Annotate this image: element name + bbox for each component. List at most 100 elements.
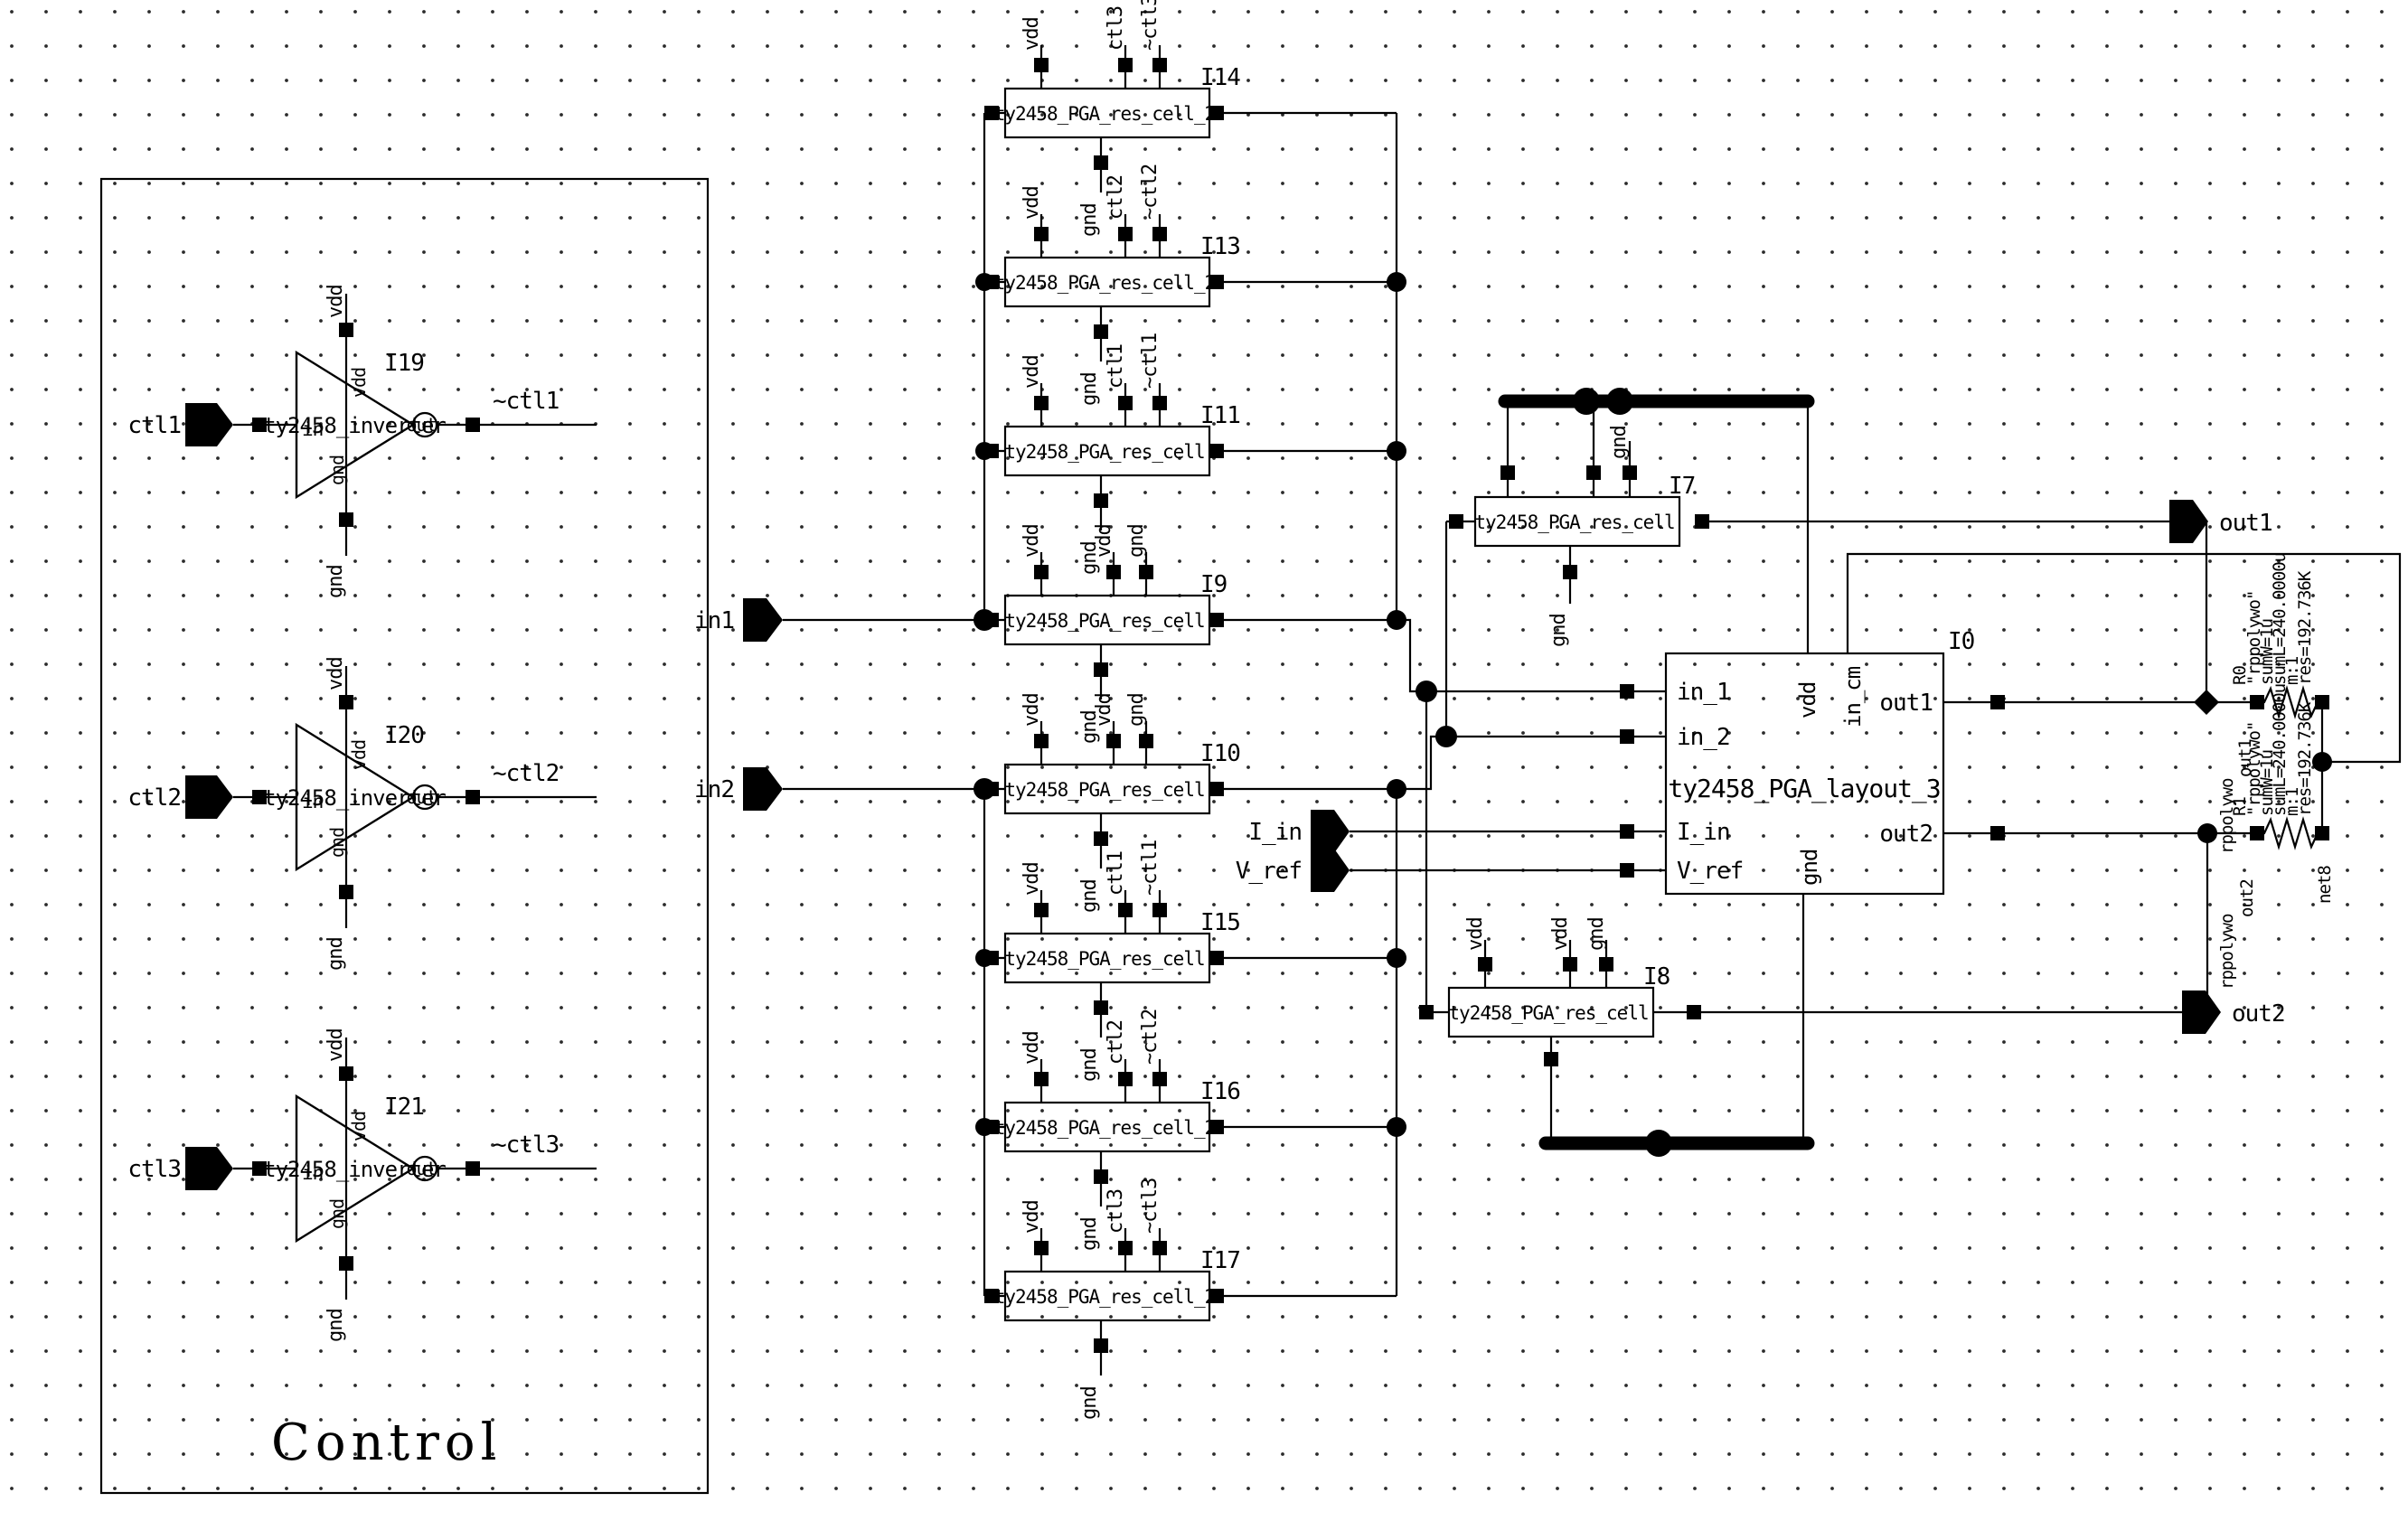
pin-square[interactable]: [466, 418, 480, 432]
pin-label[interactable]: ctl2: [1105, 1020, 1127, 1065]
res-cell-i15[interactable]: ty2458_PGA_res_cell I15 vdd ctl1 ~ctl1 g…: [984, 840, 1397, 1082]
pin-label[interactable]: ~ctl2: [1139, 1009, 1162, 1065]
pin-label[interactable]: gnd: [1125, 693, 1148, 727]
pin-square[interactable]: [339, 885, 353, 899]
pin-label[interactable]: vdd: [1021, 186, 1043, 220]
pin-label-out1[interactable]: out1: [1879, 690, 1933, 717]
pin-label[interactable]: ~ctl2: [1139, 164, 1162, 220]
pin-label[interactable]: gnd: [1078, 710, 1101, 744]
inverter-i20[interactable]: ctl2 vdd gnd vdd gnd in out ty2458_inver…: [127, 657, 597, 971]
res-cell-i13[interactable]: ty2458_PGA_res_cell_2 I13 vdd ctl2 ~ctl2…: [984, 164, 1397, 406]
pin-label[interactable]: vdd: [1021, 524, 1043, 558]
pin-label-in1[interactable]: in_1: [1677, 679, 1731, 706]
pin-square[interactable]: [339, 1066, 353, 1081]
net-label-gnd[interactable]: gnd: [325, 937, 347, 971]
net-label-nctl1[interactable]: ~ctl1: [493, 388, 560, 415]
instance-label[interactable]: I19: [384, 350, 425, 377]
res-cell-i17[interactable]: ty2458_PGA_res_cell_2 I17 vdd ctl3 ~ctl3…: [984, 1178, 1397, 1420]
instance-label[interactable]: I21: [384, 1094, 425, 1121]
pin-label[interactable]: ctl1: [1105, 344, 1127, 389]
pin-label[interactable]: gnd: [1078, 372, 1101, 406]
pin-square[interactable]: [339, 1256, 353, 1271]
input-port-ctl1[interactable]: [185, 403, 233, 446]
pin-square[interactable]: [252, 1161, 267, 1176]
net-label-vdd[interactable]: vdd: [325, 1028, 347, 1062]
instance-label[interactable]: I9: [1200, 571, 1228, 598]
inverter-i19[interactable]: ctl1 vdd gnd vdd gnd in out ty2458_inver…: [127, 285, 597, 598]
res-cell-i10[interactable]: ty2458_PGA_res_cell I10 vdd vdd gnd gnd: [984, 693, 1397, 913]
pin-label-in2[interactable]: in_2: [1677, 724, 1731, 751]
pin-square[interactable]: [466, 1161, 480, 1176]
pga-layout-block[interactable]: in_1 in_2 I_in V_ref out1 out2 vdd in_cm…: [1620, 628, 2005, 896]
output-port-out1[interactable]: [2169, 500, 2208, 543]
inverter-bubble[interactable]: [411, 411, 438, 438]
net-label-out2[interactable]: out2: [2232, 1000, 2286, 1028]
pin-label[interactable]: ctl3: [1105, 6, 1127, 51]
pin-label-gnd[interactable]: gnd: [1797, 850, 1822, 886]
pin-label[interactable]: gnd: [1078, 203, 1101, 237]
control-box[interactable]: [99, 177, 710, 1495]
inverter-i21[interactable]: ctl3 vdd gnd vdd gnd in out ty2458_inver…: [127, 1028, 597, 1342]
inverter-symbol[interactable]: [295, 722, 416, 872]
pin-label[interactable]: gnd: [1078, 1217, 1101, 1251]
resistor-r0[interactable]: R0 "rppolywo" sumW=1u sumL=240.0000u m:1…: [2217, 553, 2329, 854]
pin-label[interactable]: ~ctl1: [1139, 333, 1162, 389]
pin-label[interactable]: vdd: [1093, 693, 1115, 727]
pin-label[interactable]: vdd: [1021, 693, 1043, 727]
net-label[interactable]: out1: [2235, 739, 2255, 777]
inverter-symbol[interactable]: [295, 350, 416, 500]
pin-label[interactable]: gnd: [1585, 917, 1608, 951]
instance-label[interactable]: I11: [1200, 402, 1241, 429]
net-label-nctl2[interactable]: ~ctl2: [493, 760, 560, 787]
net-label-ctl3[interactable]: ctl3: [127, 1156, 182, 1183]
instance-label[interactable]: I17: [1200, 1247, 1241, 1274]
input-port-iin[interactable]: [1311, 810, 1350, 853]
resistor-instance[interactable]: R0: [2230, 666, 2250, 685]
net-label-in1[interactable]: in1: [694, 607, 735, 634]
pin-label[interactable]: vdd: [1021, 1200, 1043, 1234]
pin-square[interactable]: [339, 323, 353, 337]
net-label-ctl1[interactable]: ctl1: [127, 412, 182, 439]
pin-label[interactable]: gnd: [1078, 541, 1101, 575]
output-port-out2[interactable]: [2182, 991, 2221, 1034]
inverter-symbol[interactable]: [295, 1094, 416, 1244]
net-label[interactable]: net8: [2315, 866, 2335, 904]
pin-label[interactable]: gnd: [1078, 1386, 1101, 1420]
pin-label[interactable]: gnd: [1078, 879, 1101, 913]
pin-square[interactable]: [252, 790, 267, 804]
pin-label-iin[interactable]: I_in: [1677, 819, 1731, 846]
resistor-r1[interactable]: R1 "rppolywo" sumW=1u sumL=240.0000u m:1…: [2217, 684, 2335, 990]
instance-label[interactable]: I7: [1669, 473, 1696, 500]
pin-label[interactable]: vdd: [1093, 524, 1115, 558]
net-label-nctl3[interactable]: ~ctl3: [493, 1131, 560, 1159]
pin-label[interactable]: gnd: [1547, 614, 1570, 647]
pin-label[interactable]: gnd: [1125, 524, 1148, 558]
net-label-vdd[interactable]: vdd: [325, 657, 347, 690]
pin-label[interactable]: ctl2: [1105, 175, 1127, 220]
net-label-gnd[interactable]: gnd: [325, 1309, 347, 1342]
pin-label[interactable]: ~ctl3: [1139, 1178, 1162, 1234]
net-label-ctl2[interactable]: ctl2: [127, 784, 182, 812]
pin-label-incm[interactable]: in_cm: [1840, 666, 1866, 728]
resistor-instance[interactable]: R1: [2230, 797, 2250, 816]
instance-label[interactable]: I16: [1200, 1078, 1241, 1105]
instance-label[interactable]: I14: [1200, 64, 1241, 91]
pin-label[interactable]: ctl1: [1105, 851, 1127, 896]
pin-label[interactable]: vdd: [1549, 917, 1572, 951]
pin-label[interactable]: vdd: [1464, 917, 1487, 951]
res-cell-i16[interactable]: ty2458_PGA_res_cell_2 I16 vdd ctl2 ~ctl2…: [984, 1009, 1397, 1251]
pin-label-vref[interactable]: V_ref: [1677, 858, 1744, 885]
pin-square[interactable]: [252, 418, 267, 432]
pin-square[interactable]: [339, 695, 353, 709]
input-port-ctl2[interactable]: [185, 775, 233, 819]
instance-label[interactable]: I20: [384, 722, 425, 749]
net-label[interactable]: out2: [2237, 879, 2257, 917]
pin-square[interactable]: [339, 512, 353, 527]
pin-label[interactable]: vdd: [1021, 17, 1043, 51]
input-port-in1[interactable]: [743, 598, 783, 642]
input-port-ctl3[interactable]: [185, 1147, 233, 1190]
res-cell-i7[interactable]: ty2458_PGA_res_cell I7 gnd gnd: [1449, 426, 1709, 647]
net-label-gnd[interactable]: gnd: [325, 565, 347, 598]
